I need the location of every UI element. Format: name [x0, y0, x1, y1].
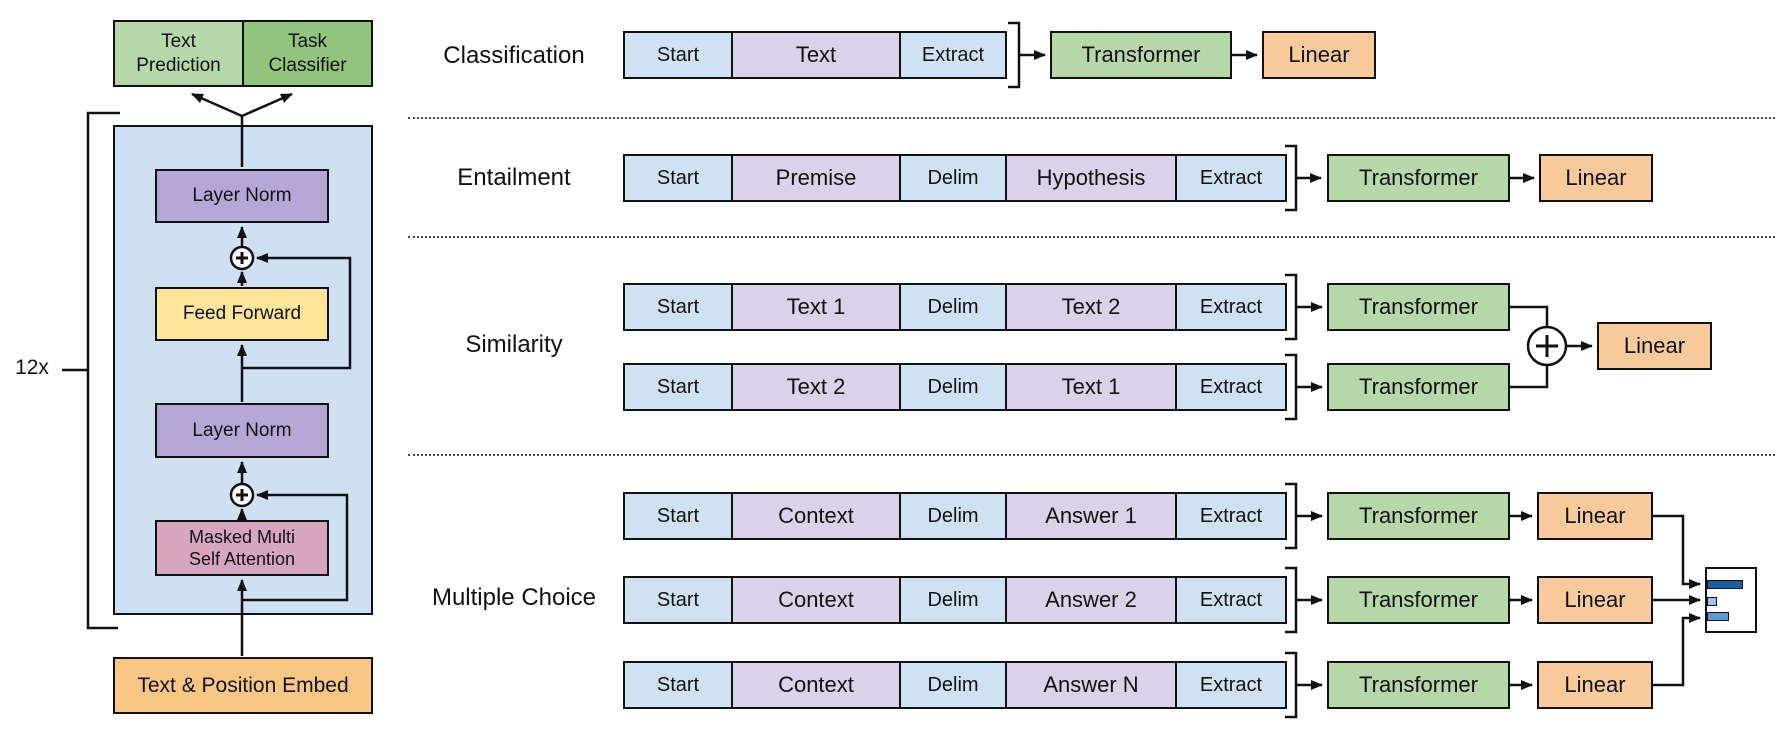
token-cell-text1: Text 1	[731, 285, 899, 329]
transformer-box: Transformer	[1327, 283, 1510, 331]
output-heads: Text Prediction Task Classifier	[113, 20, 373, 87]
token-cell-start: Start	[625, 156, 731, 200]
token-cell-context: Context	[731, 494, 899, 538]
token-cell-extract: Extract	[1175, 156, 1285, 200]
add-circle	[1526, 325, 1568, 367]
flow-arrow-to-task-classifier	[241, 92, 293, 118]
token-cell-text2: Text 2	[731, 365, 899, 409]
token-cell-delim: Delim	[899, 578, 1005, 622]
transformer-box: Transformer	[1327, 154, 1510, 202]
linear-box: Linear	[1539, 154, 1653, 202]
token-cell-delim: Delim	[899, 285, 1005, 329]
token-cell-delim: Delim	[899, 494, 1005, 538]
token-cell-answer1: Answer 1	[1005, 494, 1175, 538]
text-position-embed-block: Text & Position Embed	[113, 657, 373, 714]
transformer-box: Transformer	[1050, 31, 1232, 79]
token-cell-extract: Extract	[1175, 578, 1285, 622]
token-cell-start: Start	[625, 33, 731, 77]
token-cell-delim: Delim	[899, 156, 1005, 200]
token-cell-context: Context	[731, 578, 899, 622]
token-cell-start: Start	[625, 285, 731, 329]
transformer-box: Transformer	[1327, 363, 1510, 411]
token-cell-text2: Text 2	[1005, 285, 1175, 329]
token-sequence: Start Text Extract	[623, 31, 1007, 79]
token-cell-hypothesis: Hypothesis	[1005, 156, 1175, 200]
score-bar	[1707, 597, 1717, 606]
linear-box: Linear	[1537, 492, 1653, 540]
token-sequence: Start Context Delim Answer 2 Extract	[623, 576, 1287, 624]
token-cell-start: Start	[625, 365, 731, 409]
token-cell-delim: Delim	[899, 365, 1005, 409]
answer-score-chart	[1705, 567, 1757, 633]
route-to-score-chart	[1653, 613, 1701, 687]
token-sequence: Start Text 2 Delim Text 1 Extract	[623, 363, 1287, 411]
linear-box: Linear	[1537, 661, 1653, 709]
token-sequence: Start Context Delim Answer 1 Extract	[623, 492, 1287, 540]
token-sequence: Start Text 1 Delim Text 2 Extract	[623, 283, 1287, 331]
route-to-score-chart	[1653, 514, 1701, 589]
masked-multi-self-attention-block: Masked Multi Self Attention	[155, 520, 329, 576]
token-cell-answerN: Answer N	[1005, 663, 1175, 707]
section-divider	[408, 117, 1775, 119]
token-cell-start: Start	[625, 494, 731, 538]
token-cell-delim: Delim	[899, 663, 1005, 707]
token-sequence: Start Context Delim Answer N Extract	[623, 661, 1287, 709]
merge-line	[1510, 366, 1549, 389]
section-divider	[408, 454, 1775, 456]
linear-box: Linear	[1597, 322, 1712, 370]
repeat-count-label: 12x	[15, 356, 49, 379]
flow-arrow-to-text-prediction	[191, 92, 243, 118]
text-prediction-head: Text Prediction	[115, 22, 242, 85]
transformer-box: Transformer	[1327, 492, 1510, 540]
token-cell-premise: Premise	[731, 156, 899, 200]
token-cell-extract: Extract	[1175, 365, 1285, 409]
task-label-similarity: Similarity	[465, 331, 563, 358]
section-divider	[408, 236, 1775, 238]
token-cell-extract: Extract	[899, 33, 1005, 77]
layer-norm-bottom-block: Layer Norm	[155, 403, 329, 458]
task-label-entailment: Entailment	[457, 164, 571, 191]
token-cell-text: Text	[731, 33, 899, 77]
task-label-classification: Classification	[443, 42, 585, 69]
token-cell-start: Start	[625, 663, 731, 707]
token-cell-text1: Text 1	[1005, 365, 1175, 409]
token-cell-answer2: Answer 2	[1005, 578, 1175, 622]
task-label-multiple-choice: Multiple Choice	[431, 584, 597, 611]
transformer-box: Transformer	[1327, 576, 1510, 624]
token-cell-extract: Extract	[1175, 285, 1285, 329]
linear-box: Linear	[1537, 576, 1653, 624]
token-cell-extract: Extract	[1175, 494, 1285, 538]
token-cell-extract: Extract	[1175, 663, 1285, 707]
transformer-box: Transformer	[1327, 661, 1510, 709]
token-sequence: Start Premise Delim Hypothesis Extract	[623, 154, 1287, 202]
token-cell-start: Start	[625, 578, 731, 622]
merge-line	[1510, 305, 1549, 326]
score-bar	[1707, 580, 1743, 589]
extract-bracket	[1008, 21, 1021, 89]
plus-icon	[1536, 335, 1558, 357]
score-bar	[1707, 612, 1729, 621]
task-classifier-head: Task Classifier	[242, 22, 371, 85]
feed-forward-block: Feed Forward	[155, 287, 329, 341]
token-cell-context: Context	[731, 663, 899, 707]
linear-box: Linear	[1262, 31, 1376, 79]
layer-norm-top-block: Layer Norm	[155, 169, 329, 223]
